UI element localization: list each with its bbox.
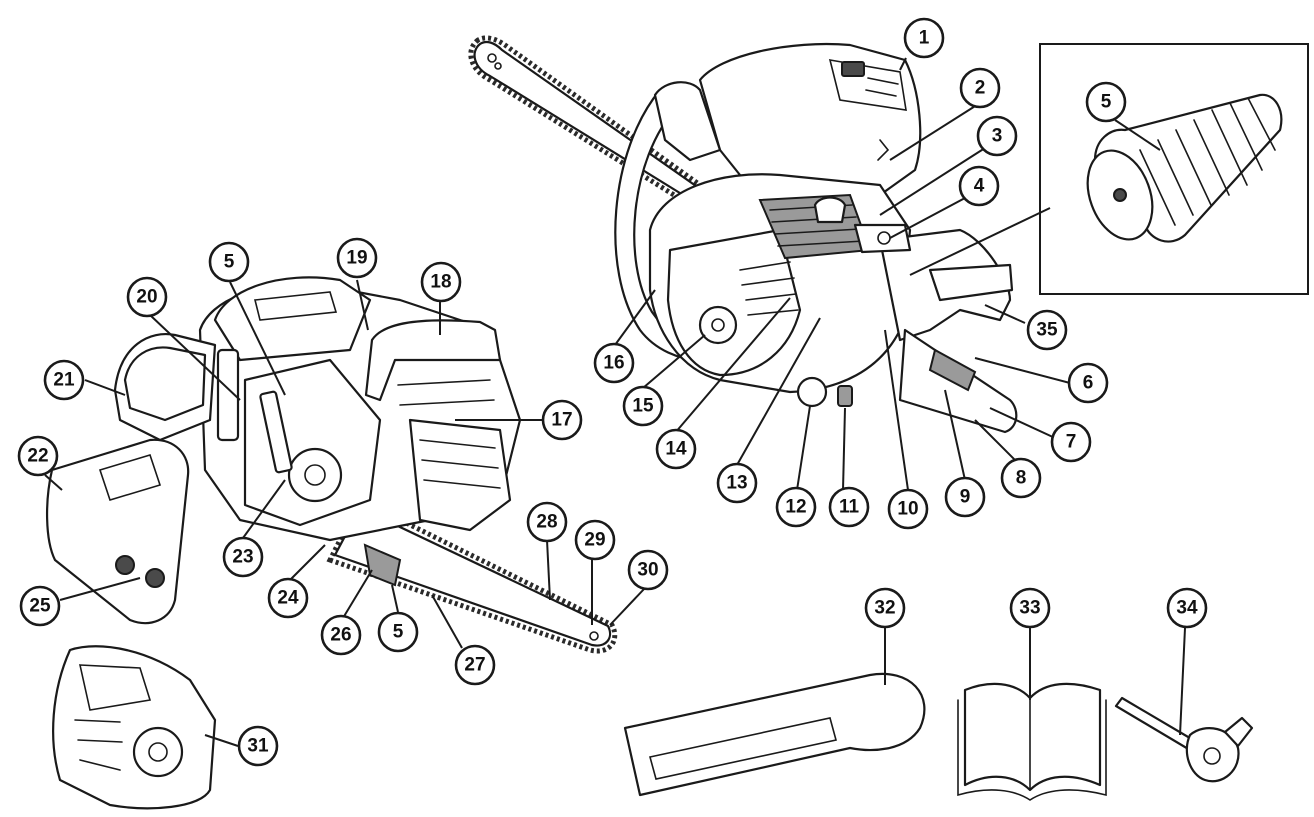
- callout-9-text: 9: [960, 487, 971, 508]
- callout-12-text: 12: [785, 497, 806, 518]
- callout-15-text: 15: [632, 396, 654, 417]
- callout-13-text: 13: [726, 473, 747, 494]
- callout-22-text: 22: [27, 446, 48, 467]
- callout-5-top-text: 5: [224, 252, 235, 273]
- bar-scabbard-illustration: [623, 672, 926, 797]
- callout-23-text: 23: [232, 547, 253, 568]
- callout-35: 35: [1026, 309, 1068, 351]
- callout-11: 11: [828, 486, 870, 528]
- callout-labels: 1 2 3 4 5 35 6 7 8 9 10 11 12 13 14 15 1…: [17, 17, 1208, 767]
- callout-25-text: 25: [29, 596, 51, 617]
- callout-5-inset-text: 5: [1101, 92, 1112, 113]
- callout-14: 14: [655, 428, 697, 470]
- callout-16-text: 16: [603, 353, 624, 374]
- callout-5-inset: 5: [1085, 81, 1127, 123]
- callout-16: 16: [593, 342, 635, 384]
- callout-10-text: 10: [897, 499, 918, 520]
- leader-lines: [44, 57, 1186, 747]
- callout-5-bottom-text: 5: [393, 622, 404, 643]
- callout-3-text: 3: [992, 126, 1003, 147]
- callout-2: 2: [959, 67, 1001, 109]
- callout-15: 15: [622, 385, 664, 427]
- callout-33-text: 33: [1019, 598, 1040, 619]
- callout-9: 9: [944, 476, 986, 518]
- callout-28: 28: [526, 501, 568, 543]
- callout-31: 31: [237, 725, 279, 767]
- callout-32: 32: [864, 587, 906, 629]
- callout-28-text: 28: [536, 512, 557, 533]
- callout-29-text: 29: [584, 530, 605, 551]
- callout-30-text: 30: [637, 560, 658, 581]
- callout-26-text: 26: [330, 625, 351, 646]
- callout-25: 25: [19, 585, 61, 627]
- callout-4-text: 4: [974, 176, 985, 197]
- callout-34: 34: [1166, 587, 1208, 629]
- lower-chainsaw-illustration: [113, 276, 618, 654]
- callout-24: 24: [267, 577, 309, 619]
- callout-6-text: 6: [1083, 373, 1094, 394]
- callout-13: 13: [716, 462, 758, 504]
- callout-27: 27: [454, 644, 496, 686]
- callout-24-text: 24: [277, 588, 299, 609]
- callout-22: 22: [17, 435, 59, 477]
- callout-21-text: 21: [53, 370, 75, 391]
- anti-vibration-spring-inset: [1039, 43, 1309, 295]
- sprocket-cover-illustration: [46, 438, 190, 625]
- callout-8: 8: [1000, 457, 1042, 499]
- callout-7: 7: [1050, 421, 1092, 463]
- callout-17-text: 17: [551, 410, 572, 431]
- callout-18-text: 18: [430, 272, 451, 293]
- upper-chainsaw-illustration: [468, 35, 1018, 434]
- callout-1: 1: [903, 17, 945, 59]
- callout-6: 6: [1067, 362, 1109, 404]
- callout-27-text: 27: [464, 655, 485, 676]
- combination-wrench-icon: [1114, 696, 1254, 783]
- callout-20-text: 20: [136, 287, 157, 308]
- callout-23: 23: [222, 536, 264, 578]
- callout-32-text: 32: [874, 598, 895, 619]
- callout-12: 12: [775, 486, 817, 528]
- callout-11-text: 11: [839, 497, 860, 518]
- callout-21: 21: [43, 359, 85, 401]
- callout-33: 33: [1009, 587, 1051, 629]
- callout-5-bottom: 5: [377, 611, 419, 653]
- callout-7-text: 7: [1066, 432, 1077, 453]
- callout-4: 4: [958, 165, 1000, 207]
- callout-26: 26: [320, 614, 362, 656]
- callout-34-text: 34: [1176, 598, 1198, 619]
- callout-10: 10: [887, 488, 929, 530]
- callout-30: 30: [627, 549, 669, 591]
- manual-book-icon: [957, 682, 1107, 801]
- callout-8-text: 8: [1016, 468, 1027, 489]
- callout-19-text: 19: [346, 248, 367, 269]
- callout-17: 17: [541, 399, 583, 441]
- callout-29: 29: [574, 519, 616, 561]
- callout-31-text: 31: [247, 736, 269, 757]
- callout-35-text: 35: [1036, 320, 1058, 341]
- callout-5-top: 5: [208, 241, 250, 283]
- callout-20: 20: [126, 276, 168, 318]
- clutch-cover-illustration: [52, 645, 217, 810]
- callout-18: 18: [420, 261, 462, 303]
- callout-14-text: 14: [665, 439, 687, 460]
- spring-icon: [1086, 93, 1283, 243]
- callout-2-text: 2: [975, 78, 986, 99]
- callout-19: 19: [336, 237, 378, 279]
- callout-3: 3: [976, 115, 1018, 157]
- callout-1-text: 1: [919, 28, 930, 49]
